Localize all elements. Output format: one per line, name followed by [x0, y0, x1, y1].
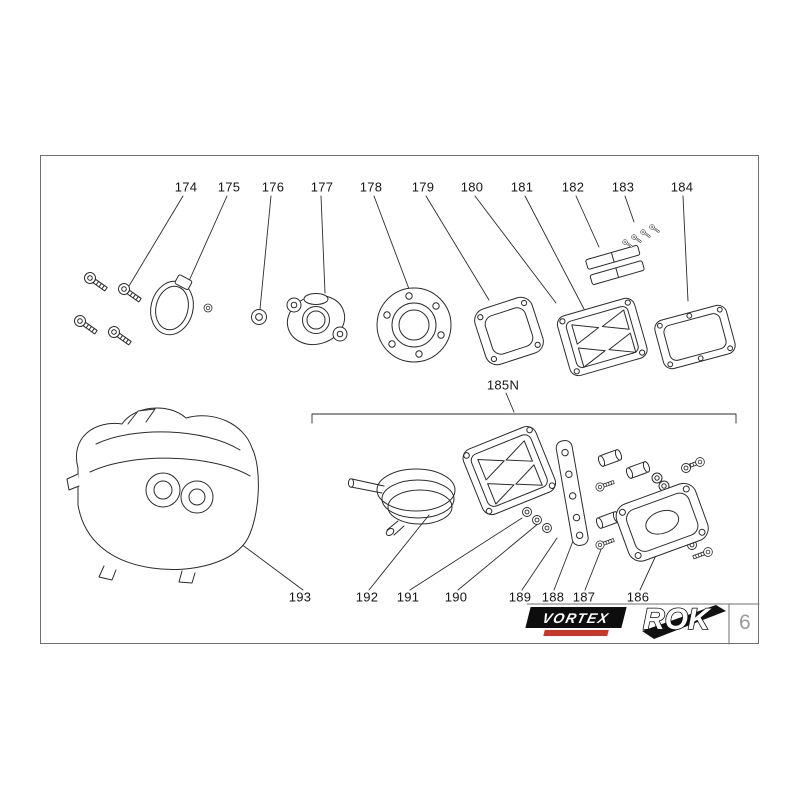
callout-186: 186: [626, 589, 650, 605]
leader-187: [584, 546, 603, 591]
callout-181: 181: [510, 179, 534, 195]
leader-181: [524, 195, 585, 310]
part-gasket-178: [376, 287, 452, 363]
part-screws-183: [621, 223, 661, 250]
callout-193: 193: [288, 589, 312, 605]
callout-185n: 185N: [486, 377, 520, 393]
callout-188: 188: [541, 589, 565, 605]
leader-178: [373, 195, 410, 290]
leader-188: [553, 540, 574, 591]
part-gasket-184: [654, 304, 736, 370]
leader-174: [128, 195, 184, 287]
callout-179: 179: [411, 179, 435, 195]
callout-187: 187: [572, 589, 596, 605]
callout-189: 189: [508, 589, 532, 605]
leader-180: [474, 195, 557, 304]
diagram-border: [40, 155, 759, 644]
callout-176: 176: [261, 179, 285, 195]
callout-184: 184: [670, 179, 694, 195]
leader-186: [639, 552, 658, 591]
leader-190: [457, 522, 540, 591]
leader-193: [236, 540, 304, 591]
callout-182: 182: [561, 179, 585, 195]
part-cover-186: [615, 482, 709, 562]
callout-180: 180: [460, 179, 484, 195]
rok-wordmark: ROK: [643, 603, 712, 636]
leader-179: [425, 195, 490, 301]
leader-183: [624, 195, 635, 223]
vortex-red-stripe: [543, 630, 609, 636]
bracket-185n: [311, 413, 737, 424]
part-stud-plate-189: [555, 440, 589, 546]
leader-192: [368, 514, 430, 591]
leader-175: [188, 195, 228, 282]
leader-lines: [128, 195, 737, 591]
rok-logo: ROK: [642, 602, 726, 639]
part-airbox-193: [66, 407, 259, 584]
part-screws-174: [71, 269, 144, 349]
callout-177: 177: [310, 179, 334, 195]
callout-174: 174: [174, 179, 198, 195]
vortex-logo: VORTEX: [525, 607, 627, 636]
leader-191: [409, 517, 523, 591]
rok-swoosh: [642, 605, 726, 639]
leader-182: [575, 195, 600, 248]
part-clamp-175: [150, 274, 213, 336]
title-block-lines: [526, 603, 760, 645]
part-manifold-177: [286, 293, 348, 346]
leader-184: [682, 195, 689, 302]
part-reed-block-181: [556, 297, 648, 377]
part-reed-petals-182: [585, 245, 645, 285]
part-spring-192: [347, 468, 456, 537]
part-reed-cage-185n: [462, 426, 557, 516]
vortex-wordmark: VORTEX: [540, 609, 612, 626]
leader-177: [320, 195, 326, 294]
callout-183: 183: [611, 179, 635, 195]
vortex-wordmark-bg: VORTEX: [525, 607, 627, 628]
part-washers-190-191: [522, 507, 552, 533]
leader-189: [521, 537, 558, 591]
callout-178: 178: [359, 179, 383, 195]
leader-185n: [505, 392, 515, 413]
page-number: 6: [739, 611, 751, 634]
leader-176: [259, 195, 272, 310]
part-spacer-179: [474, 296, 544, 366]
part-washer-176: [251, 309, 267, 325]
callout-191: 191: [396, 589, 420, 605]
callout-192: 192: [355, 589, 379, 605]
callout-175: 175: [217, 179, 241, 195]
callout-190: 190: [444, 589, 468, 605]
